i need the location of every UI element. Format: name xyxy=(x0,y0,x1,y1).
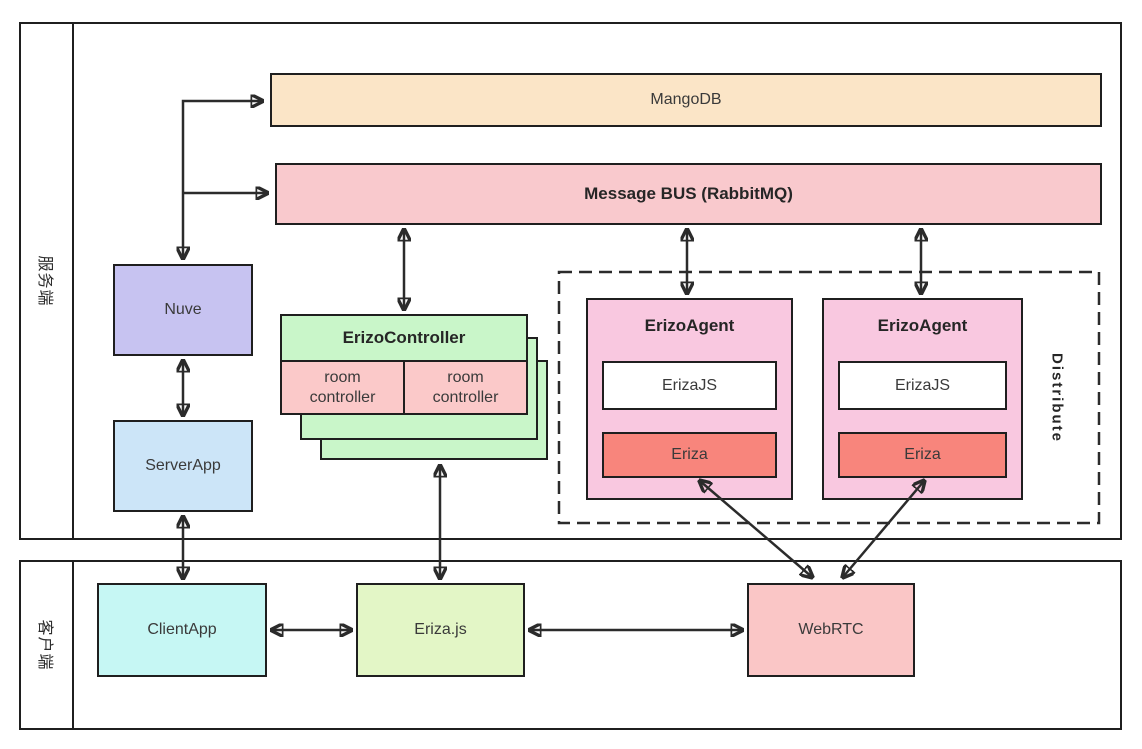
node-eriza-js: Eriza.js xyxy=(356,583,525,677)
room-controller-1-label: room controller xyxy=(309,369,376,406)
node-clientapp: ClientApp xyxy=(97,583,267,677)
node-mangodb-label: MangoDB xyxy=(650,91,722,108)
server-section-label: 服务端 xyxy=(35,255,53,307)
room-controller-row: room controller room controller xyxy=(282,362,526,413)
client-section-label-column: 客户端 xyxy=(21,562,74,728)
node-erizajs-1: ErizaJS xyxy=(602,361,777,410)
eriza-1-label: Eriza xyxy=(671,446,708,463)
room-controller-2-label: room controller xyxy=(432,369,499,406)
node-nuve: Nuve xyxy=(113,264,253,356)
node-room-controller-1: room controller xyxy=(282,362,405,413)
node-eriza-js-label: Eriza.js xyxy=(414,621,467,638)
node-erizo-controller: ErizoController room controller room con… xyxy=(280,314,528,415)
erizajs-1-label: ErizaJS xyxy=(661,376,718,394)
node-webrtc-label: WebRTC xyxy=(798,621,864,638)
erizajs-2-label: ErizaJS xyxy=(894,376,951,394)
node-nuve-label: Nuve xyxy=(164,301,202,318)
node-serverapp: ServerApp xyxy=(113,420,253,512)
erizo-agent-1-title: ErizoAgent xyxy=(644,316,735,335)
node-erizo-agent-2: ErizoAgent ErizaJS Eriza xyxy=(822,298,1023,500)
node-erizo-agent-1: ErizoAgent ErizaJS Eriza xyxy=(586,298,793,500)
node-eriza-2: Eriza xyxy=(838,432,1007,478)
node-webrtc: WebRTC xyxy=(747,583,915,677)
node-room-controller-2: room controller xyxy=(405,362,526,413)
client-section-label: 客户端 xyxy=(35,619,53,671)
node-message-bus: Message BUS (RabbitMQ) xyxy=(275,163,1102,225)
node-clientapp-label: ClientApp xyxy=(147,621,217,638)
distribute-label: Distribute xyxy=(1048,352,1066,444)
node-mangodb: MangoDB xyxy=(270,73,1102,127)
node-eriza-1: Eriza xyxy=(602,432,777,478)
node-serverapp-label: ServerApp xyxy=(145,457,221,474)
erizo-controller-title: ErizoController xyxy=(282,316,526,362)
node-erizajs-2: ErizaJS xyxy=(838,361,1007,410)
eriza-2-label: Eriza xyxy=(904,446,941,463)
erizo-agent-2-title: ErizoAgent xyxy=(877,316,968,335)
server-section-label-column: 服务端 xyxy=(21,24,74,538)
node-message-bus-label: Message BUS (RabbitMQ) xyxy=(584,184,793,203)
